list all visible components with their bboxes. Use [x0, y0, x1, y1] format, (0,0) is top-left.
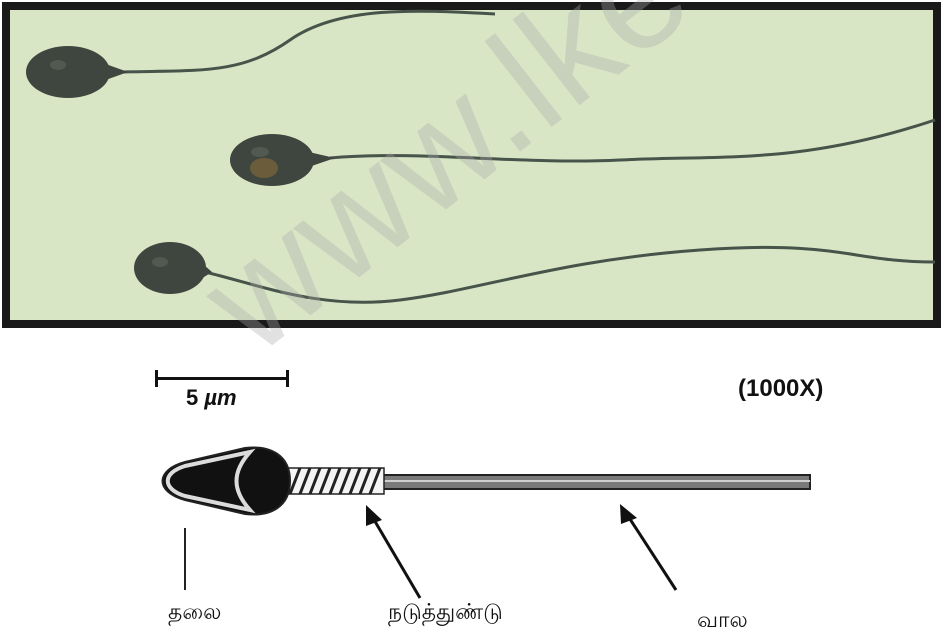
scale-bar-label: 5 µm: [186, 385, 237, 411]
midpiece-label: நடுத்துண்டு: [388, 600, 503, 628]
head-label: தலை: [168, 600, 221, 628]
sperm-diagram: [0, 440, 943, 610]
tail-arrow: [628, 516, 676, 590]
tail-label: வால: [697, 608, 748, 636]
sperm-micrograph: [0, 0, 943, 330]
midpiece-shape: [286, 468, 384, 494]
scale-unit: µm: [204, 385, 236, 410]
magnification-label: (1000X): [738, 375, 823, 403]
sperm-head-3: [134, 242, 206, 294]
scale-value: 5: [186, 385, 198, 410]
sperm-head-1: [26, 46, 110, 98]
midpiece-arrow: [373, 518, 420, 598]
